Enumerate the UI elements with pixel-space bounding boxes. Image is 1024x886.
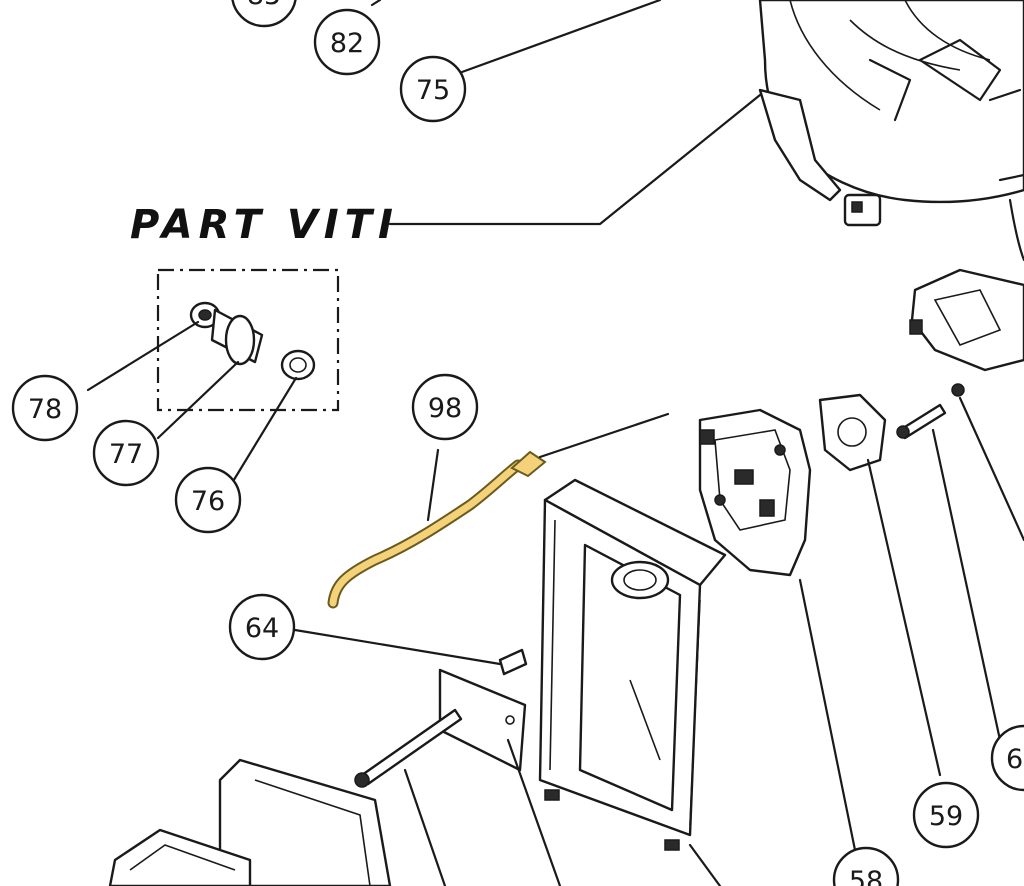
callout-64-text: 64 <box>245 613 279 644</box>
callout-78: 78 <box>11 374 79 442</box>
carburetor-part <box>698 408 812 577</box>
gasket-part <box>818 393 887 472</box>
callout-77-text: 77 <box>109 439 143 470</box>
callout-58-text: 58 <box>849 866 883 886</box>
callout-76-text: 76 <box>191 486 225 517</box>
lower-left-housing <box>108 758 392 886</box>
screw-part <box>896 403 947 440</box>
part-viti-label: PART VITI <box>130 202 399 248</box>
callout-77: 77 <box>92 419 160 487</box>
callout-64: 64 <box>228 593 296 661</box>
callout-59-text: 59 <box>929 801 963 832</box>
callout-76: 76 <box>174 466 242 534</box>
long-bolt <box>354 708 463 788</box>
callout-98-text: 98 <box>428 393 462 424</box>
leader-lines <box>86 0 1024 886</box>
hose-part-98 <box>327 450 547 609</box>
part-group-box <box>156 268 340 412</box>
callout-98: 98 <box>411 373 479 441</box>
callout-82: 82 <box>313 8 381 76</box>
callout-85-text: 85 <box>247 0 281 11</box>
callout-85: 85 <box>231 0 297 28</box>
callout-6x: 6 <box>990 724 1024 792</box>
callout-75-text: 75 <box>416 75 450 106</box>
callout-58: 58 <box>832 846 900 886</box>
callout-78-text: 78 <box>28 394 62 425</box>
callout-75: 75 <box>399 55 467 123</box>
mounting-plate <box>438 648 528 772</box>
right-bracket-block <box>909 268 1024 397</box>
fan-housing-assembly <box>758 0 1024 262</box>
callout-6x-text: 6 <box>1006 744 1023 775</box>
radiator-frame <box>538 478 727 851</box>
callout-82-text: 82 <box>330 28 364 59</box>
callout-59: 59 <box>912 781 980 849</box>
